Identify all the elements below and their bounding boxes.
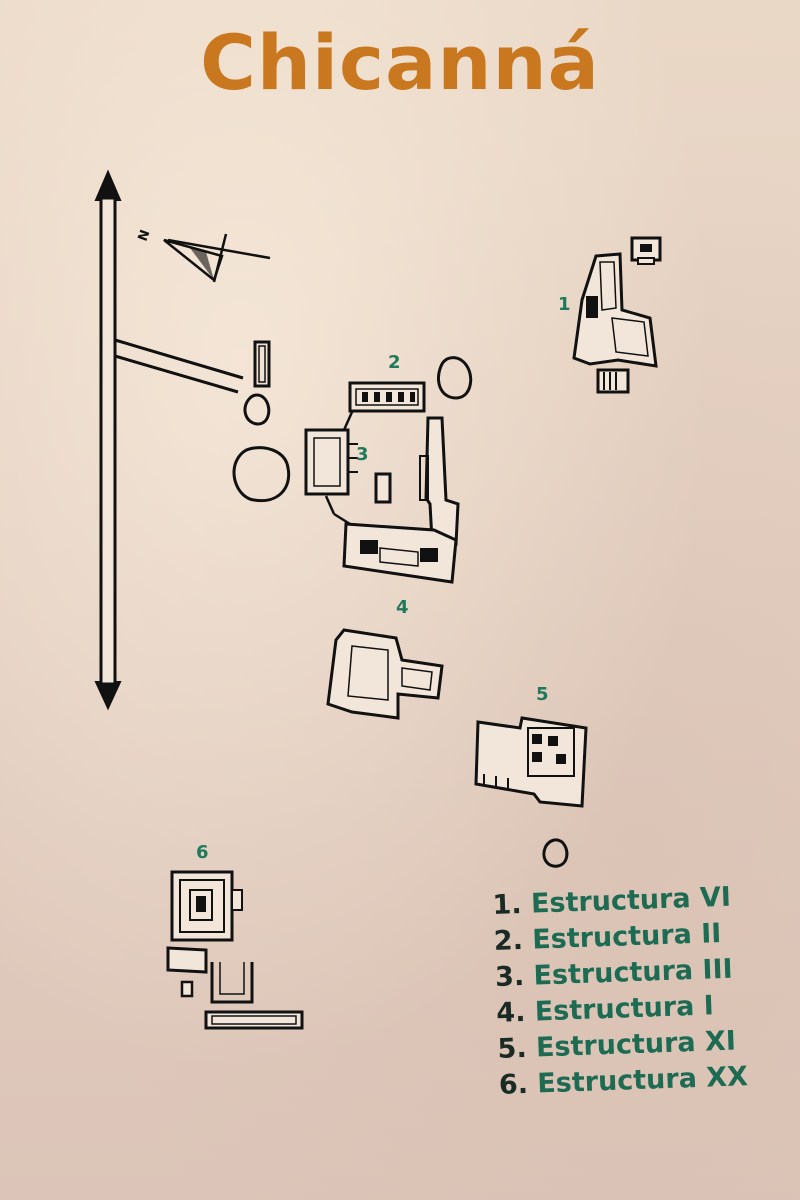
north-label: N bbox=[136, 228, 154, 243]
structure-2-label: 2 bbox=[388, 352, 401, 373]
mound-blobs bbox=[232, 356, 569, 868]
structure-6-plan bbox=[166, 870, 304, 1030]
structure-2-plan bbox=[348, 381, 426, 413]
north-arrow-icon: N bbox=[136, 228, 271, 283]
legend-name: Estructura VI bbox=[530, 881, 732, 920]
legend-name: Estructura III bbox=[533, 953, 734, 992]
legend-number: 6. bbox=[498, 1068, 529, 1101]
legend-name: Estructura XX bbox=[536, 1061, 749, 1100]
legend-name: Estructura XI bbox=[535, 1025, 737, 1064]
structure-1-label: 1 bbox=[558, 294, 571, 315]
structure-1-plan bbox=[572, 236, 662, 394]
small-features bbox=[243, 340, 271, 426]
legend-number: 4. bbox=[495, 996, 526, 1029]
structure-4-label: 4 bbox=[396, 597, 409, 618]
structure-3-plan bbox=[304, 411, 460, 584]
map-title: Chicanná bbox=[200, 18, 600, 107]
legend-list: 1. Estructura VI 2. Estructura II 3. Est… bbox=[492, 879, 749, 1104]
legend-name: Estructura II bbox=[531, 918, 722, 956]
structure-5-plan bbox=[474, 716, 588, 808]
structure-5-label: 5 bbox=[536, 684, 549, 705]
legend-name: Estructura I bbox=[534, 990, 715, 1028]
structure-6-label: 6 bbox=[196, 842, 209, 863]
structure-4-plan bbox=[326, 628, 444, 720]
legend-number: 2. bbox=[493, 924, 524, 957]
legend-number: 3. bbox=[494, 960, 525, 993]
legend-number: 5. bbox=[497, 1032, 528, 1065]
main-road bbox=[94, 169, 244, 711]
structure-3-label: 3 bbox=[356, 444, 369, 465]
legend-number: 1. bbox=[492, 888, 523, 921]
